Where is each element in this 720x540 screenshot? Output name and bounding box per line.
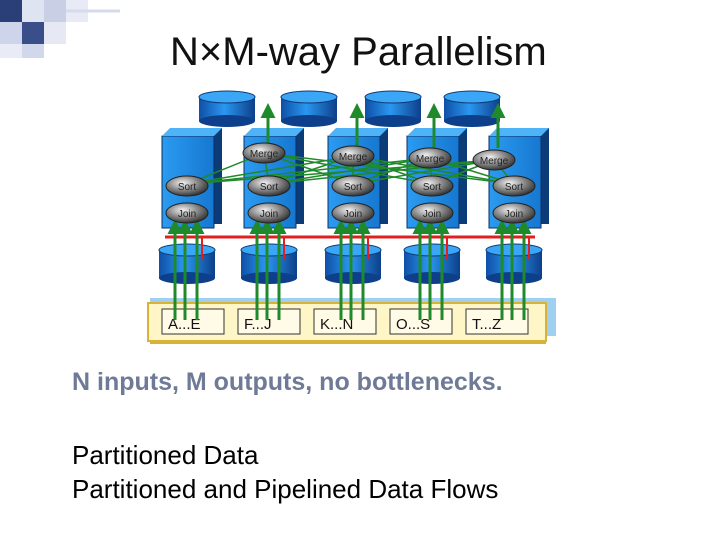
merge-2-label: Merge [416,154,445,165]
top-disk-2 [364,90,422,127]
bottom-disk-0 [158,243,216,284]
join-3-label: Join [423,209,441,220]
body-line-pipelined-flows: Partitioned and Pipelined Data Flows [72,474,499,504]
merge-0-oval [242,142,286,164]
sort-0-oval [165,175,209,197]
merge-3-label: Merge [480,156,509,167]
sort-4-label: Sort [505,182,524,193]
merge-2-oval [408,147,452,169]
bottom-disk-2 [324,243,382,284]
sort-3-oval [410,175,454,197]
join-4-label: Join [505,209,523,220]
bottom-disk-3 [403,243,461,284]
join-2-label: Join [344,209,362,220]
merge-0-label: Merge [250,149,279,160]
join-0-label: Join [178,209,196,220]
green-cross-1-2 [268,157,431,185]
sort-0-label: Sort [178,182,197,193]
partition-cell-1 [237,308,301,335]
green-cross-4-0 [263,152,515,185]
join-1-oval [247,202,291,224]
merge-1-oval [331,145,375,167]
partition-cell-0 [161,308,225,335]
partition-cell-4 [465,308,529,335]
partition-label-4: T...Z [472,316,501,333]
green-cross-4-1 [352,155,515,185]
partition-table: A...E F...J K...N O...S T...Z [147,298,556,344]
merge-3-oval [472,149,516,171]
partition-cell-2 [313,308,377,335]
top-disk-0 [198,90,256,127]
join-1-label: Join [260,209,278,220]
sort-1-label: Sort [260,182,279,193]
sort-2-label: Sort [344,182,363,193]
bottom-disk-4 [485,243,543,284]
sort-3-label: Sort [423,182,442,193]
partition-label-3: O...S [396,316,430,333]
merge-1-label: Merge [339,152,368,163]
body-line-partitioned-data: Partitioned Data [72,440,259,470]
join-0-oval [165,202,209,224]
join-2-oval [331,202,375,224]
corner-decoration [0,0,120,58]
join-4-oval [492,202,536,224]
green-cross-3-0 [263,152,433,185]
top-disk-1 [280,90,338,127]
top-disk-3 [443,90,501,127]
sort-2-oval [331,175,375,197]
sort-1-oval [247,175,291,197]
partition-label-0: A...E [168,316,201,333]
join-3-oval [410,202,454,224]
sort-4-oval [492,175,536,197]
slide-title: N×M-way Parallelism [170,30,547,74]
partition-label-2: K...N [320,316,353,333]
slide-subtitle: N inputs, M outputs, no bottlenecks. [72,368,503,396]
bottom-disk-1 [240,243,298,284]
green-cross-2-3 [352,159,495,185]
green-cross-1-3 [268,159,495,185]
partition-label-1: F...J [244,316,272,333]
